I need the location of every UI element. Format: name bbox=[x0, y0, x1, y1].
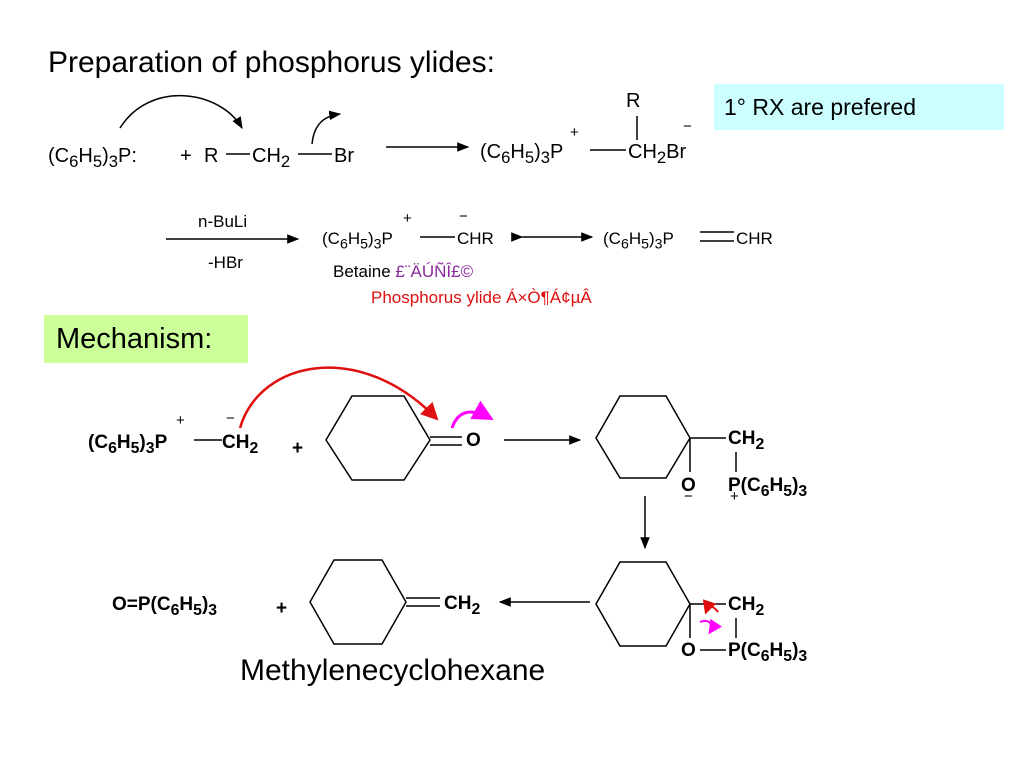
red-curved-arrow bbox=[238, 366, 439, 429]
product-ch2br: CH2Br bbox=[628, 141, 687, 167]
ylide-garbled: Á×Ò¶Á¢µÂ bbox=[506, 288, 592, 307]
r-group: R bbox=[204, 145, 219, 167]
mech-minus-charge: − bbox=[226, 410, 235, 427]
curved-arrow-leaving-group bbox=[311, 110, 342, 145]
minus-charge: − bbox=[683, 118, 692, 135]
betaine-label: Betaine £¨ÄÚÑÎ£© bbox=[333, 262, 474, 281]
ch2-group: CH2 bbox=[252, 145, 291, 171]
mech-plus: + bbox=[292, 438, 304, 459]
br-atom: Br bbox=[334, 145, 354, 167]
intermediate-p: P(C6H5)3 bbox=[728, 475, 808, 500]
page-title: Preparation of phosphorus ylides: bbox=[48, 46, 495, 79]
product-name: Methylenecyclohexane bbox=[240, 654, 546, 687]
curved-arrow-nucleophile bbox=[119, 95, 243, 130]
product-ch2: CH2 bbox=[444, 593, 481, 618]
oxaphos-magenta-arrow bbox=[699, 618, 723, 635]
note-text: 1° RX are prefered bbox=[724, 94, 917, 120]
note-box: 1° RX are prefered bbox=[714, 84, 1004, 130]
mech-plus-charge: + bbox=[176, 412, 185, 429]
betaine-phosphorus: (C6H5)3P bbox=[322, 229, 393, 253]
byproduct-plus: + bbox=[276, 598, 288, 619]
ylide-label: Phosphorus ylide Á×Ò¶Á¢µÂ bbox=[371, 288, 592, 307]
intermediate-ch2: CH2 bbox=[728, 428, 765, 453]
plus-charge: + bbox=[570, 124, 579, 141]
magenta-curved-arrow bbox=[450, 400, 494, 429]
product-phosphonium: (C6H5)3P bbox=[480, 141, 564, 167]
mech-ylide-phosphorus: (C6H5)3P bbox=[88, 432, 168, 457]
oxaphos-o: O bbox=[681, 640, 696, 661]
byproduct-phosphine-oxide: O=P(C6H5)3 bbox=[112, 594, 218, 619]
reagent-nbuli: n-BuLi bbox=[198, 212, 248, 231]
ylide-phosphorus: (C6H5)3P bbox=[603, 229, 674, 253]
oxaphos-ch2: CH2 bbox=[728, 594, 765, 619]
ylide-chr: CHR bbox=[736, 229, 773, 248]
oxaphos-red-arrow bbox=[702, 599, 719, 615]
mechanism-label-box: Mechanism: bbox=[44, 315, 248, 363]
methylenecyclohexane-ring bbox=[309, 559, 407, 645]
reagent-phosphine: (C6H5)3P: bbox=[48, 145, 137, 171]
product-r: R bbox=[626, 90, 641, 112]
oxaphosphetane-ring bbox=[595, 561, 691, 647]
plus-sign: + bbox=[180, 145, 192, 167]
carbonyl-oxygen: O bbox=[466, 430, 481, 451]
mech-ylide-ch2: CH2 bbox=[222, 432, 259, 457]
betaine-minus: − bbox=[459, 208, 468, 225]
betaine-chr: CHR bbox=[457, 229, 494, 248]
intermediate-ring bbox=[595, 395, 691, 479]
reagent-hbr: -HBr bbox=[208, 253, 243, 272]
betaine-garbled: £¨ÄÚÑÎ£© bbox=[395, 262, 474, 281]
oxaphos-p: P(C6H5)3 bbox=[728, 640, 808, 665]
betaine-plus: + bbox=[403, 210, 412, 227]
intermediate-o: O bbox=[681, 475, 696, 496]
intermediate-minus: − bbox=[684, 488, 693, 505]
intermediate-plus: + bbox=[730, 488, 739, 505]
mechanism-label: Mechanism: bbox=[56, 323, 213, 355]
cyclohexanone-ring bbox=[325, 395, 431, 481]
